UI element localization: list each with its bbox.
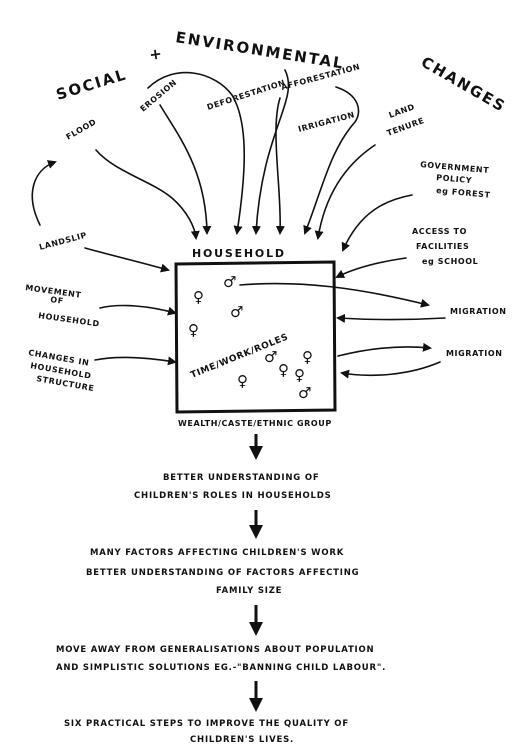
step-4-line-2: CHILDREN'S LIVES. <box>190 735 294 745</box>
step-2-line-3: FAMILY SIZE <box>216 586 282 596</box>
arrow-movement <box>99 304 177 316</box>
arrow-migration-in-top <box>336 313 446 323</box>
title-changes: CHANGES <box>418 53 509 116</box>
label-migration-bottom: MIGRATION <box>446 349 503 358</box>
female-symbol-3: ♀ <box>302 348 313 366</box>
arrow-migration-in-bottom <box>340 361 441 379</box>
male-symbol-2: ♂ <box>230 303 243 321</box>
arrow-government <box>341 194 413 252</box>
arrow-migration-out-top <box>239 282 430 308</box>
label-flood: FLOOD <box>65 117 99 142</box>
label-migration-top: MIGRATION <box>450 307 507 316</box>
arrow-land-tenure <box>303 86 360 235</box>
step-2-line-1: MANY FACTORS AFFECTING CHILDREN'S WORK <box>90 548 344 558</box>
label-landslip: LANDSLIP <box>38 231 88 252</box>
male-symbol-3: ♂ <box>264 348 277 366</box>
step-2-line-2: BETTER UNDERSTANDING OF FACTORS AFFECTIN… <box>86 568 359 578</box>
arrow-landslip <box>84 247 170 273</box>
male-symbol-1: ♂ <box>223 273 236 291</box>
arrow-land-tenure-inner <box>314 144 376 240</box>
factor-arrows <box>31 69 413 366</box>
label-household-move: HOUSEHOLD <box>38 311 101 329</box>
label-school: eg SCHOOL <box>422 257 478 266</box>
label-land: LAND <box>388 102 416 120</box>
flow-steps: BETTER UNDERSTANDING OF CHILDREN'S ROLES… <box>56 434 386 745</box>
title-plus: + <box>148 44 165 64</box>
step-3-line-2: AND SIMPLISTIC SOLUTIONS EG.-"BANNING CH… <box>56 663 386 673</box>
arrow-landslip-to-flood <box>31 160 57 226</box>
arrow-flood <box>95 149 200 240</box>
label-of: OF <box>50 295 65 306</box>
title-social: SOCIAL <box>54 65 129 104</box>
arrow-erosion <box>159 104 212 235</box>
title-environmental: ENVIRONMENTAL <box>174 28 346 72</box>
arrow-afforestation <box>251 69 290 235</box>
label-access: ACCESS TO <box>412 227 467 236</box>
migration-arrows: MIGRATION MIGRATION <box>239 282 507 379</box>
step-3-line-1: MOVE AWAY FROM GENERALISATIONS ABOUT POP… <box>56 645 374 655</box>
arrow-irrigation <box>275 97 285 235</box>
label-facilities: FACILITIES <box>416 242 469 251</box>
female-symbol-6: ♀ <box>237 372 248 390</box>
arrow-access <box>335 257 407 278</box>
female-symbol-1: ♀ <box>193 288 204 306</box>
arrow-changes <box>94 356 177 366</box>
label-policy: POLICY <box>436 173 473 185</box>
female-symbol-5: ♀ <box>294 366 305 384</box>
label-forest: eg FOREST <box>436 186 491 200</box>
label-government: GOVERNMENT <box>420 160 490 175</box>
step-1-line-2: CHILDREN'S ROLES IN HOUSEHOLDS <box>134 491 332 501</box>
label-irrigation: IRRIGATION <box>297 110 356 134</box>
household-box: HOUSEHOLD ♀ ♂ ♂ ♀ ♂ ♀ ♀ ♀ ♀ ♂ TIME/WORK/… <box>174 247 337 428</box>
arrow-deforestation <box>147 71 246 235</box>
arrow-migration-out-bottom <box>337 342 432 357</box>
household-footer: WEALTH/CASTE/ETHNIC GROUP <box>178 419 332 428</box>
step-1-line-1: BETTER UNDERSTANDING OF <box>163 473 319 483</box>
label-erosion: EROSION <box>139 78 179 114</box>
step-4-line-1: SIX PRACTICAL STEPS TO IMPROVE THE QUALI… <box>64 719 349 729</box>
female-symbol-4: ♀ <box>278 361 289 379</box>
title-group: SOCIAL + ENVIRONMENTAL CHANGES <box>54 28 509 116</box>
household-title: HOUSEHOLD <box>192 247 286 260</box>
household-border <box>174 260 337 414</box>
female-symbol-2: ♀ <box>188 321 199 339</box>
male-symbol-4: ♂ <box>298 384 311 402</box>
label-deforestation: DEFORESTATION <box>206 78 287 112</box>
